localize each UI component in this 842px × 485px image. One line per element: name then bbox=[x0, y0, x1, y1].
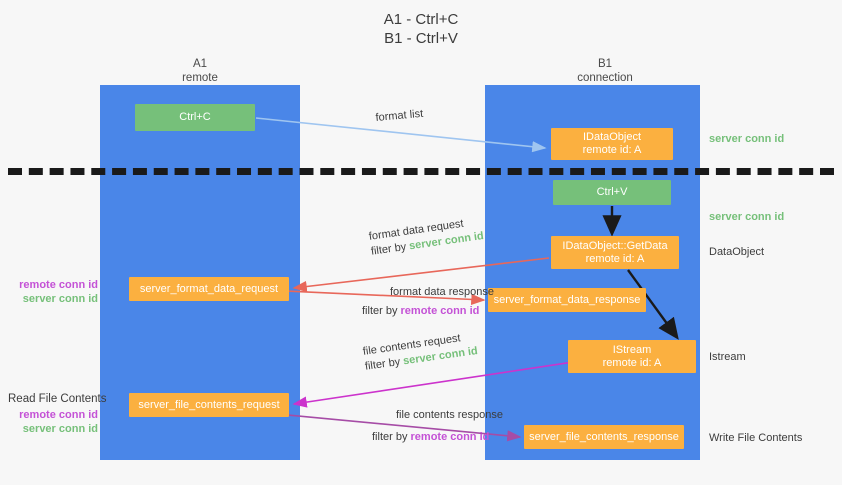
edge-label-file-contents-request: file contents request filter by server c… bbox=[362, 329, 479, 375]
title-line-2: B1 - Ctrl+V bbox=[384, 30, 458, 47]
edge-label-file-contents-response: file contents response filter by remote … bbox=[372, 408, 503, 445]
node-ctrl-c[interactable]: Ctrl+C bbox=[135, 104, 255, 131]
filter-value-remote-conn-id: remote conn id bbox=[400, 305, 480, 317]
title-line-1: A1 - Ctrl+C bbox=[383, 11, 459, 28]
node-idataobject-sub: remote id: A bbox=[582, 144, 642, 156]
node-istream-sub: remote id: A bbox=[602, 356, 662, 369]
annotation-server-conn-id-mid: server conn id bbox=[709, 211, 785, 223]
filter-value-remote-conn-id: remote conn id bbox=[410, 431, 490, 443]
column-a1-name: A1 bbox=[192, 58, 208, 70]
node-ctrl-v-label: Ctrl+V bbox=[596, 186, 628, 198]
annotation-server-conn-id-top: server conn id bbox=[709, 133, 785, 145]
annotation-server-conn-id-2: server conn id bbox=[22, 423, 98, 435]
node-server-file-contents-response[interactable]: server_file_contents_response bbox=[524, 425, 684, 449]
node-ctrl-c-label: Ctrl+C bbox=[179, 111, 211, 123]
edge-label-format-data-response-line1: format data response bbox=[390, 286, 494, 298]
node-idataobject-label: IDataObject bbox=[582, 131, 642, 143]
page-title: A1 - Ctrl+C B1 - Ctrl+V bbox=[0, 10, 842, 48]
node-server-file-contents-request-label: server_file_contents_request bbox=[138, 398, 280, 411]
node-server-format-data-response[interactable]: server_format_data_response bbox=[488, 288, 646, 312]
filter-prefix: filter by bbox=[372, 431, 411, 443]
column-a1-sub: remote bbox=[182, 72, 218, 84]
phase-separator bbox=[8, 168, 834, 175]
node-server-file-contents-request[interactable]: server_file_contents_request bbox=[129, 393, 289, 417]
node-server-file-contents-response-label: server_file_contents_response bbox=[529, 430, 679, 443]
node-server-format-data-request[interactable]: server_format_data_request bbox=[129, 277, 289, 301]
node-getdata[interactable]: IDataObject::GetData remote id: A bbox=[551, 236, 679, 269]
node-istream[interactable]: IStream remote id: A bbox=[568, 340, 696, 373]
annotation-dataobject: DataObject bbox=[709, 246, 765, 258]
column-header-b1: B1 connection bbox=[535, 57, 675, 85]
annotation-istream: Istream bbox=[709, 351, 746, 363]
annotation-left-conn-ids-2: remote conn id server conn id bbox=[8, 408, 98, 436]
column-b1-sub: connection bbox=[577, 72, 633, 84]
annotation-server-conn-id-1: server conn id bbox=[22, 293, 98, 305]
node-server-format-data-request-label: server_format_data_request bbox=[139, 282, 279, 295]
filter-prefix: filter by bbox=[370, 240, 411, 258]
node-istream-label: IStream bbox=[612, 343, 652, 356]
edge-label-file-contents-response-filter: filter by remote conn id bbox=[372, 423, 503, 445]
node-ctrl-v[interactable]: Ctrl+V bbox=[553, 180, 671, 205]
annotation-remote-conn-id-1: remote conn id bbox=[19, 279, 98, 291]
edge-label-format-list: format list bbox=[375, 107, 424, 126]
edge-label-file-contents-response-line1: file contents response bbox=[396, 409, 504, 421]
filter-prefix: filter by bbox=[362, 305, 401, 317]
column-b1-name: B1 bbox=[597, 58, 613, 70]
node-getdata-label: IDataObject::GetData bbox=[562, 239, 668, 252]
node-idataobject[interactable]: IDataObject remote id: A bbox=[551, 128, 673, 160]
edge-label-format-list-text: format list bbox=[375, 107, 424, 124]
annotation-left-conn-ids-1: remote conn id server conn id bbox=[8, 278, 98, 306]
annotation-read-file-contents: Read File Contents bbox=[8, 393, 107, 405]
edge-label-format-data-response-filter: filter by remote conn id bbox=[362, 300, 494, 319]
annotation-write-file-contents: Write File Contents bbox=[709, 432, 803, 444]
annotation-remote-conn-id-2: remote conn id bbox=[19, 409, 98, 421]
edge-label-format-data-request: format data request filter by server con… bbox=[368, 214, 485, 260]
edge-label-format-data-response: format data response filter by remote co… bbox=[362, 285, 494, 319]
node-getdata-sub: remote id: A bbox=[585, 252, 645, 265]
filter-prefix: filter by bbox=[364, 355, 405, 373]
node-server-format-data-response-label: server_format_data_response bbox=[493, 293, 641, 306]
column-header-a1: A1 remote bbox=[130, 57, 270, 85]
